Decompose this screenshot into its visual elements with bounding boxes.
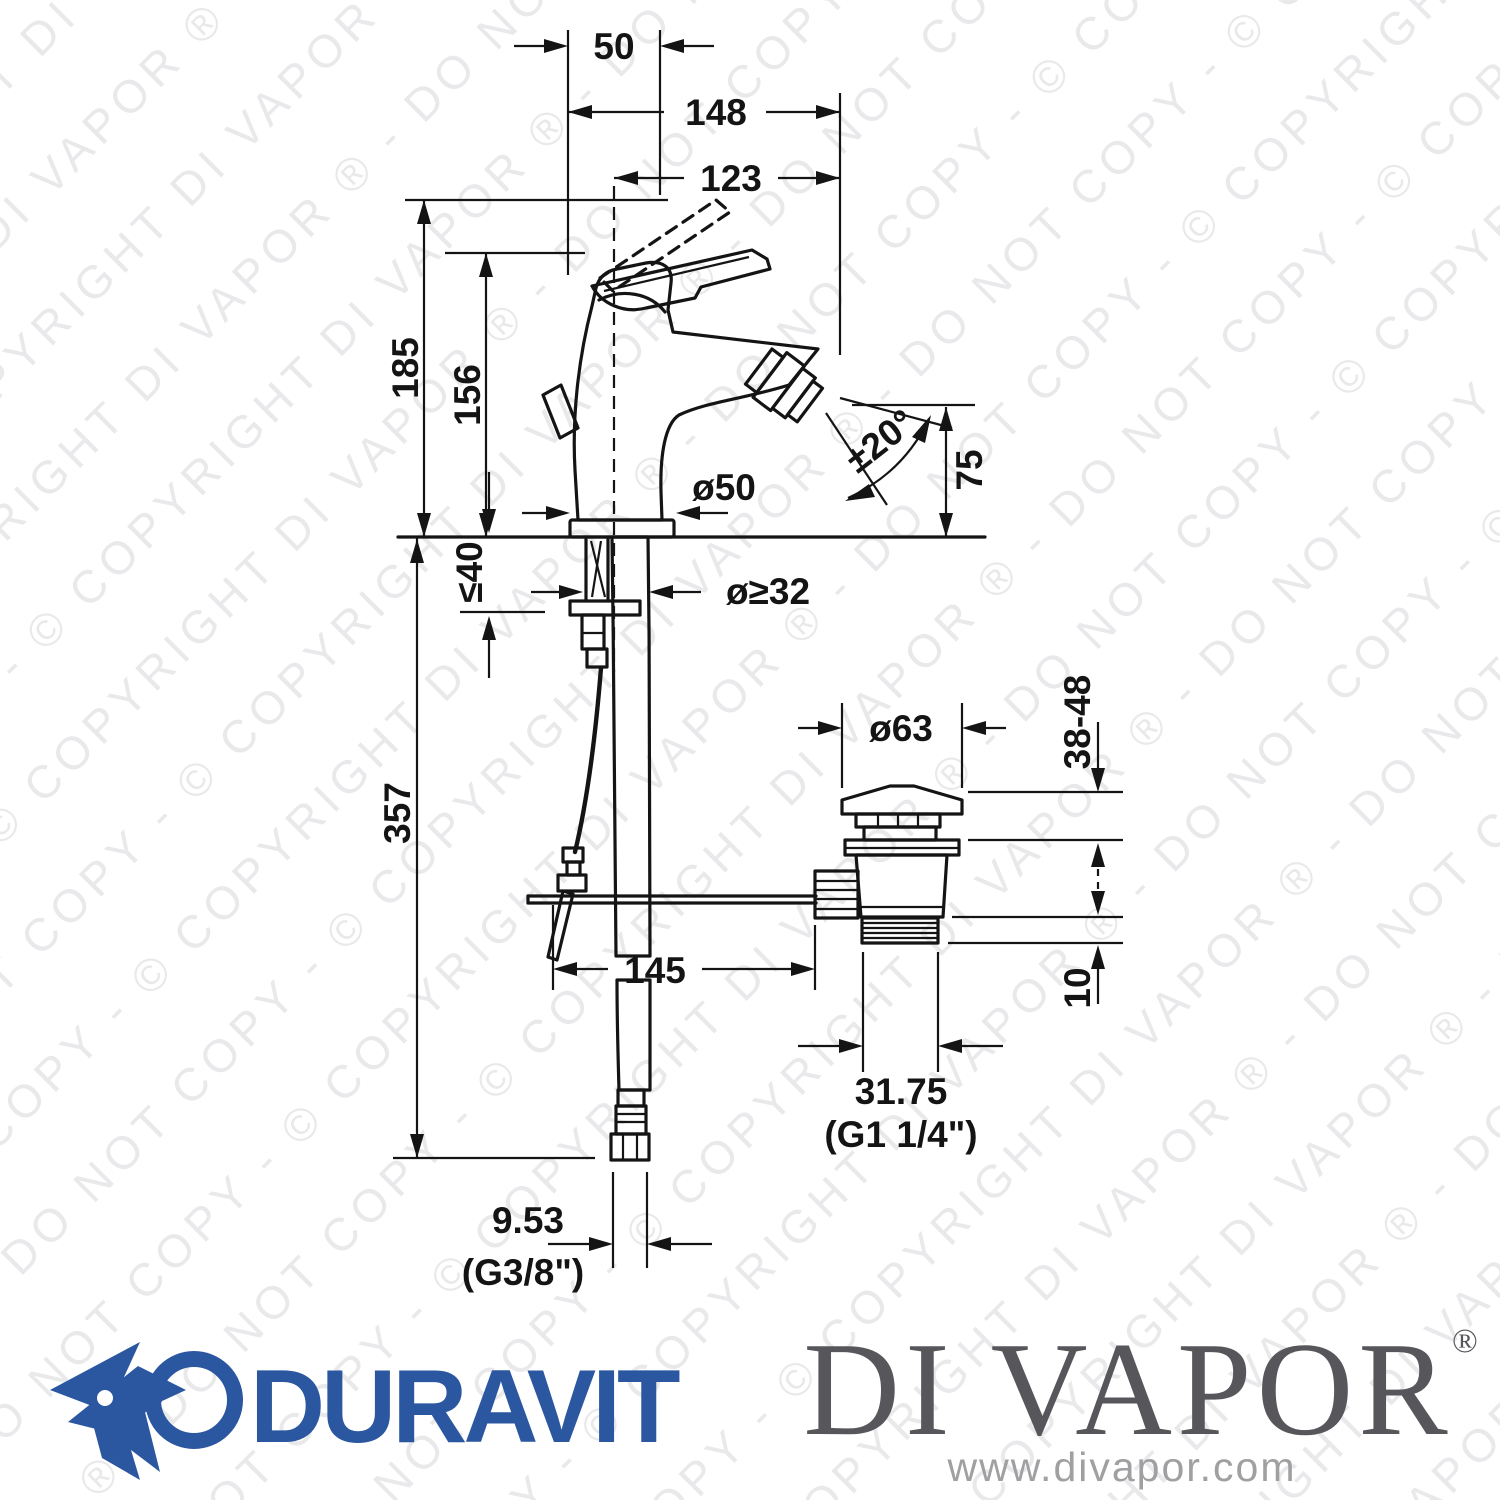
dim-label-50: 50 — [593, 26, 634, 67]
faucet-handle — [590, 248, 772, 312]
dimension-arrows — [410, 39, 1105, 1251]
dimension-labels: 50 148 123 185 156 ±20° 75 ø50 ≤40 ø≥32 … — [377, 26, 1098, 1293]
dimension-lines — [393, 30, 1123, 1268]
duravit-bird-icon — [50, 1342, 186, 1480]
dim-label-dia32: ø≥32 — [726, 571, 810, 612]
drain-outlet — [860, 916, 940, 945]
base-plate — [568, 518, 676, 539]
drain-assembly — [813, 784, 964, 945]
dim-label-le40: ≤40 — [449, 541, 490, 602]
dim-label-g38: (G3/8") — [462, 1252, 584, 1293]
dim-label-145: 145 — [624, 950, 686, 991]
dim-label-156: 156 — [447, 364, 488, 426]
braided-hose-lower — [615, 978, 652, 1092]
dim-label-75: 75 — [949, 449, 990, 490]
handle-raised-dashed — [598, 198, 732, 293]
dim-label-g114: (G1 1/4") — [824, 1114, 977, 1155]
mounting-hardware — [526, 535, 818, 1162]
dim-label-dia63: ø63 — [869, 708, 933, 749]
divapor-url: www.divapor.com — [946, 1444, 1296, 1490]
popup-rod — [572, 665, 604, 855]
hose-nut — [609, 1132, 651, 1162]
dim-label-38-48: 38-48 — [1057, 675, 1098, 770]
faucet-outline — [396, 198, 987, 539]
duravit-logo: DURAVIT — [50, 1342, 684, 1480]
popup-knob — [541, 383, 580, 440]
braided-hose — [610, 535, 652, 958]
aerator — [743, 347, 825, 424]
divapor-registered-icon: ® — [1452, 1323, 1478, 1360]
drain-nut — [813, 869, 860, 920]
dim-label-31-75: 31.75 — [855, 1071, 948, 1112]
divapor-logo: DI VAPOR ® www.divapor.com — [803, 1315, 1478, 1490]
duravit-ring-icon — [145, 1351, 243, 1449]
dim-label-123: 123 — [700, 158, 762, 199]
dim-label-9-53: 9.53 — [492, 1200, 564, 1241]
dim-label-148: 148 — [685, 92, 747, 133]
dim-label-10: 10 — [1057, 967, 1098, 1008]
dim-label-dia50: ø50 — [692, 467, 756, 508]
dim-label-185: 185 — [385, 337, 426, 399]
duravit-wordmark: DURAVIT — [250, 1349, 680, 1465]
dim-label-angle: ±20° — [837, 401, 922, 480]
divapor-wordmark: DI VAPOR — [803, 1315, 1452, 1463]
dim-label-357: 357 — [377, 782, 418, 844]
